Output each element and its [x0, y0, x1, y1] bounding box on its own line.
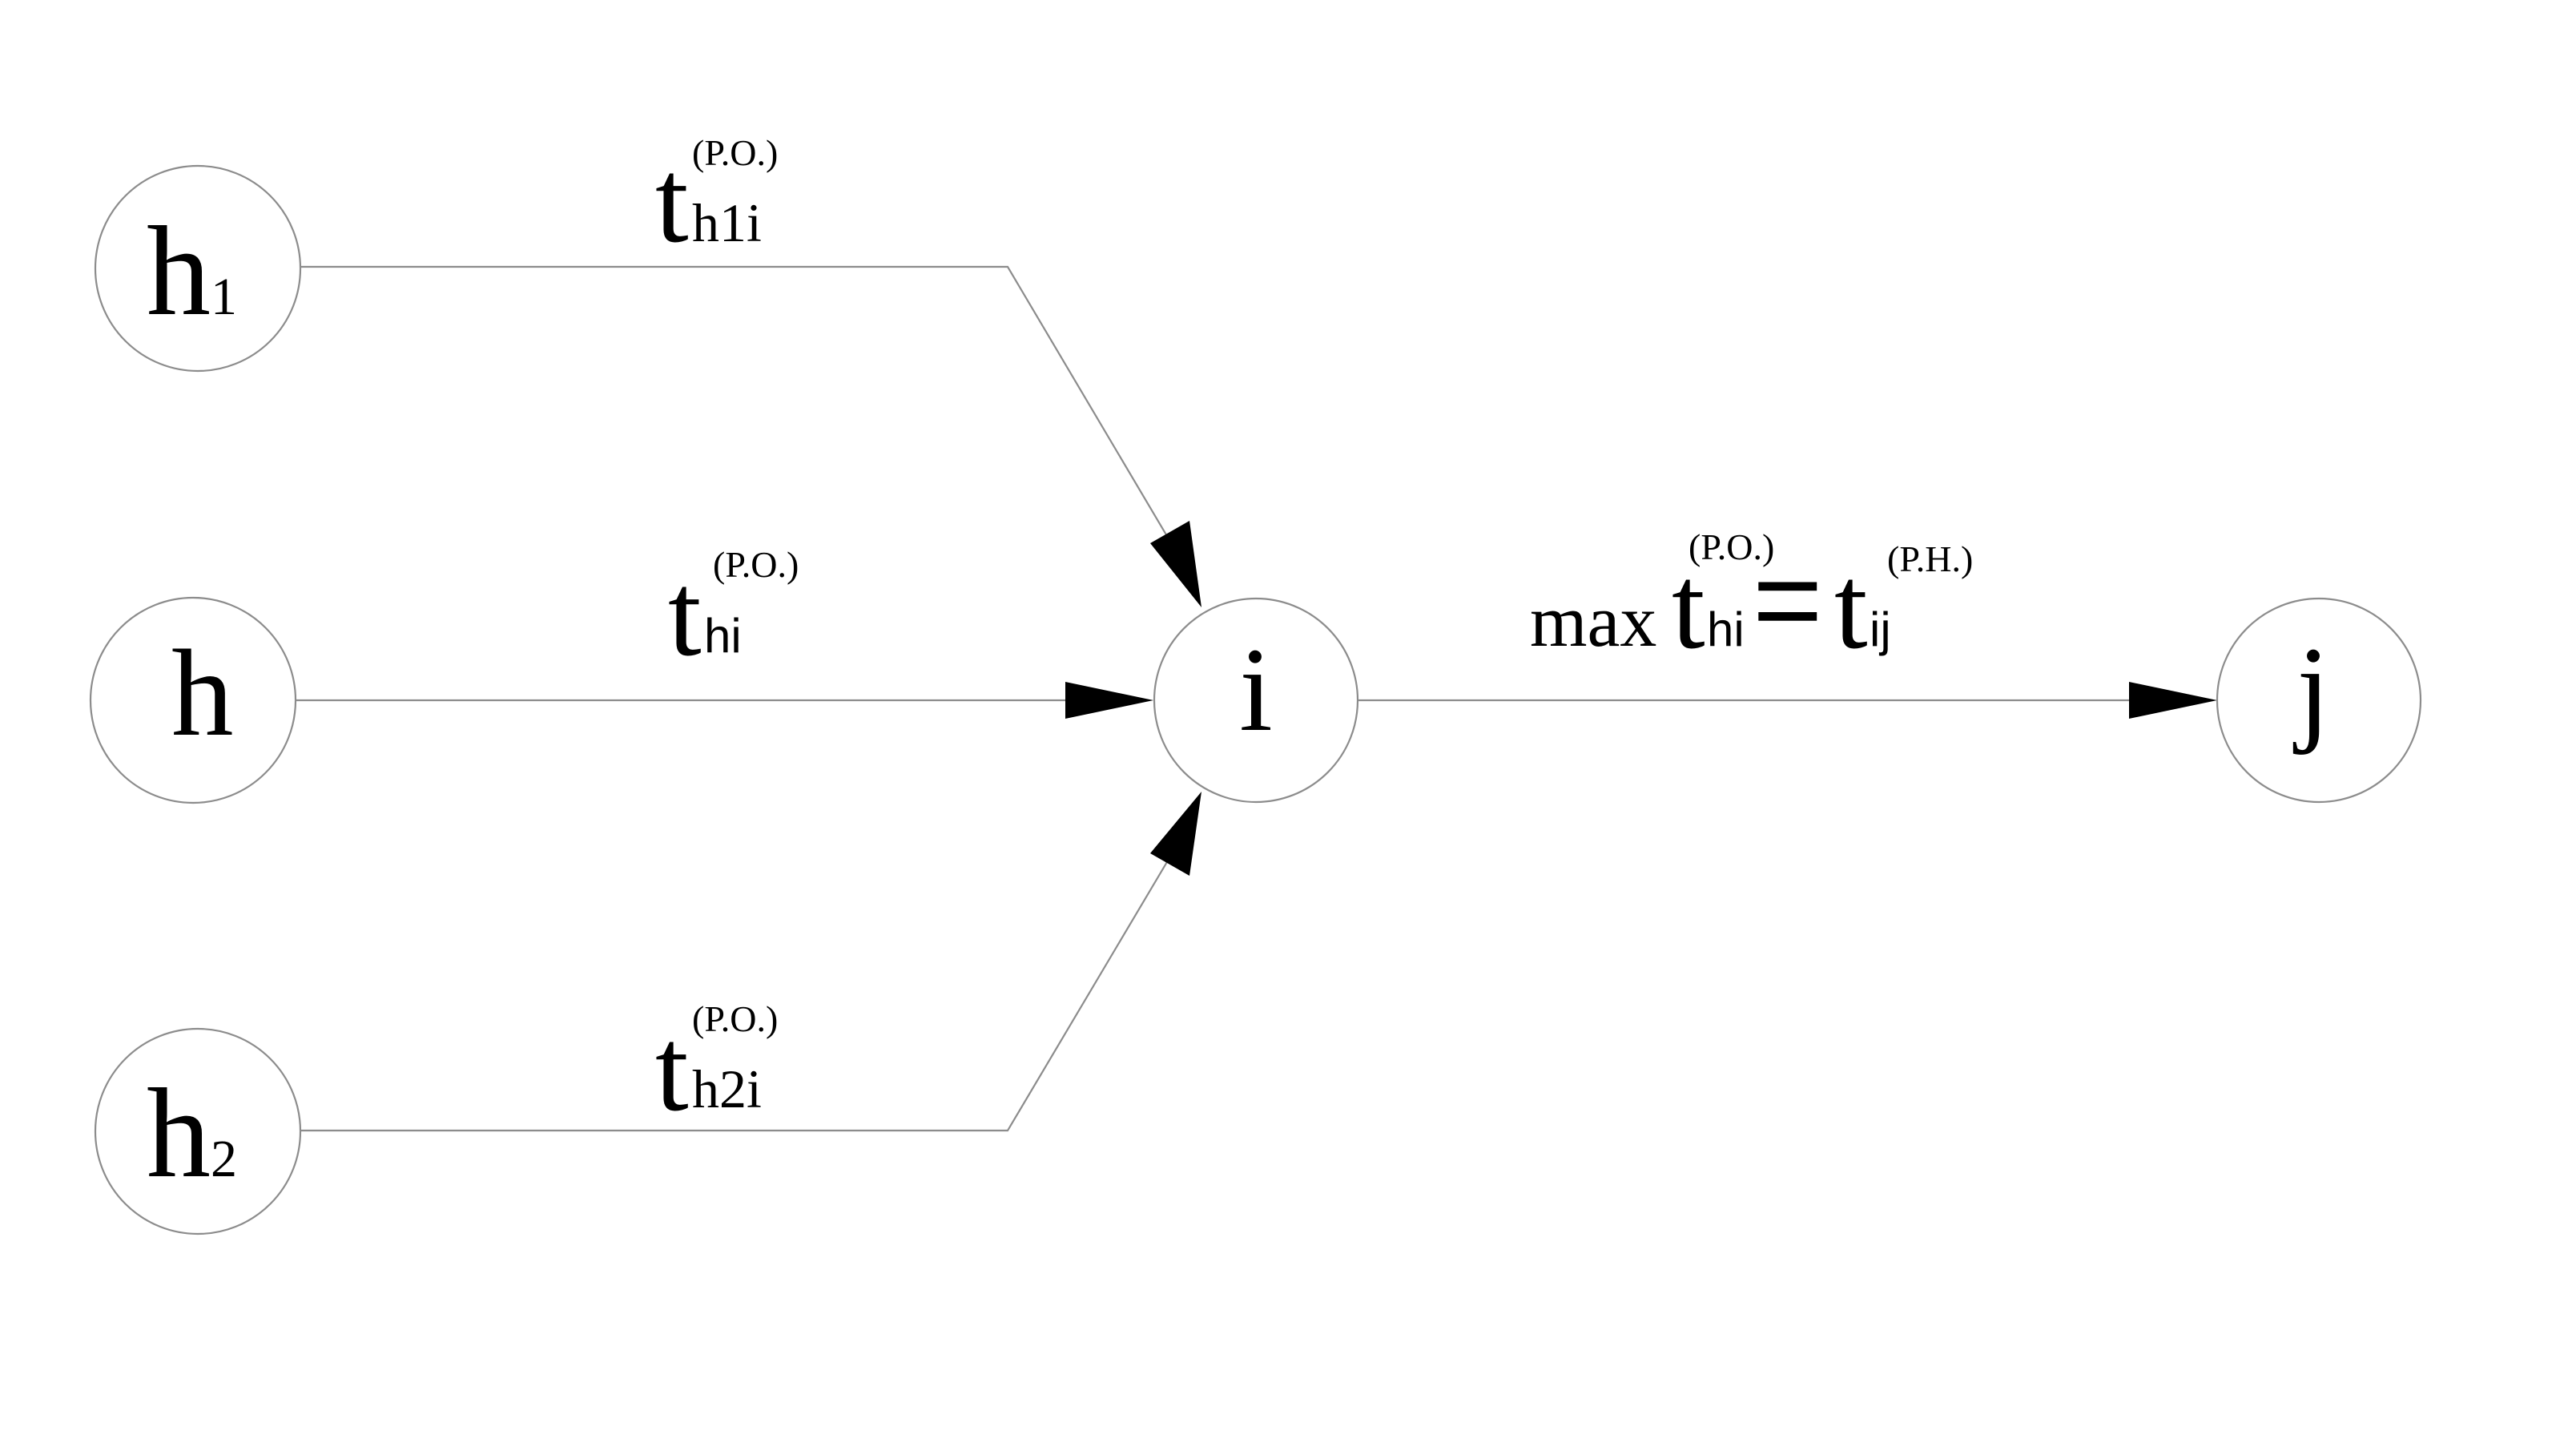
node-h: h: [89, 596, 297, 804]
node-i: i: [1153, 597, 1359, 804]
arrowhead-i-to-j: [2129, 682, 2217, 719]
arrowhead-h2-to-i: [1150, 792, 1201, 876]
node-h2-label: h2: [147, 1062, 237, 1204]
edge-label-h2-i-base: t: [655, 1003, 689, 1136]
node-j: j: [2216, 597, 2422, 804]
edge-label-i-j-prefix: max: [1530, 580, 1656, 662]
edge-label-h2-i-sup: (P.O.): [692, 998, 778, 1039]
node-h-circle: [89, 596, 297, 804]
node-h-label: h: [171, 624, 234, 762]
edge-label-i-j-sub2: ij: [1870, 603, 1891, 656]
node-h1-circle: [94, 164, 302, 373]
arrowhead-h-to-i: [1065, 682, 1153, 719]
edge-h1-to-i: [300, 265, 1186, 568]
edge-label-i-j-sup1: (P.O.): [1688, 526, 1774, 567]
node-i-circle: [1153, 597, 1359, 804]
edge-label-h-i-base: t: [668, 548, 702, 681]
edge-label-i-j-sub1: hi: [1707, 603, 1745, 656]
node-h2: h2: [94, 1027, 302, 1235]
edge-label-i-j-sup2: (P.H.): [1887, 538, 1973, 579]
node-h2-circle: [94, 1027, 302, 1235]
edge-label-h2-i: t h2i (P.O.): [655, 998, 778, 1136]
edge-label-i-j-equals: =: [1753, 532, 1823, 667]
edge-label-h-i-sup: (P.O.): [713, 544, 799, 585]
edge-label-h1-i: t h1i (P.O.): [655, 132, 778, 268]
edge-label-h-i: t hi (P.O.): [668, 544, 799, 681]
edge-label-h1-i-base: t: [655, 135, 689, 268]
edge-label-i-j-base1: t: [1672, 541, 1705, 674]
edge-label-h1-i-sub: h1i: [692, 192, 762, 253]
edge-label-h-i-sub: hi: [704, 609, 742, 663]
edge-label-i-j: max t hi (P.O.) = t ij (P.H.): [1530, 526, 1973, 674]
node-j-label: j: [2292, 623, 2330, 756]
node-h1: h1: [94, 164, 302, 373]
node-h1-label: h1: [147, 200, 237, 342]
edge-label-h1-i-sup: (P.O.): [692, 132, 778, 173]
edge-label-i-j-base2: t: [1834, 541, 1868, 674]
edge-h2-to-i: [300, 830, 1186, 1132]
arrowhead-h1-to-i: [1150, 521, 1201, 607]
edge-label-h2-i-sub: h2i: [692, 1058, 762, 1119]
node-j-circle: [2216, 597, 2422, 804]
node-i-label: i: [1239, 623, 1273, 756]
